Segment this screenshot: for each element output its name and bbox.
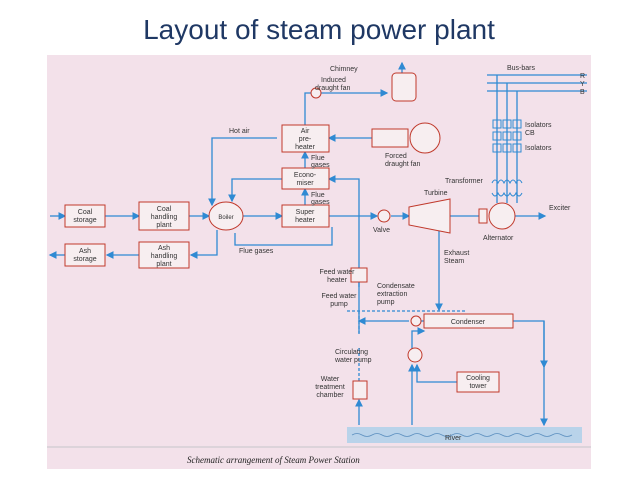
exhaust-label-2: Steam <box>444 258 464 265</box>
cooling-tower-box <box>456 371 500 393</box>
feed-heater-label-1: Feed water <box>319 269 355 276</box>
transformer-label: Transformer <box>445 178 484 185</box>
turbine-shape <box>408 198 451 234</box>
condensate-pump-label-3: pump <box>377 299 395 306</box>
forced-fan-wheel <box>409 122 441 154</box>
coal-handling-box <box>138 201 190 231</box>
chimney-box <box>391 72 417 102</box>
boiler-shape <box>208 201 244 231</box>
coal-storage-box <box>64 204 106 228</box>
river-label: River <box>445 435 462 442</box>
air-preheater-label-3: heater <box>295 144 316 151</box>
super-heater-label-2: heater <box>295 217 316 224</box>
forced-fan-label-2: draught fan <box>385 161 421 168</box>
flue-gases-label-1a: Flue <box>311 155 325 162</box>
induced-fan-wheel <box>310 87 322 99</box>
isolators-cb-label-2: CB <box>525 130 535 137</box>
condensate-pump-shape <box>410 315 422 327</box>
exciter-label: Exciter <box>549 205 571 212</box>
feed-pump-label-2: pump <box>330 301 348 308</box>
condenser-label: Condenser <box>451 319 486 326</box>
ash-storage-label-1: Ash <box>79 248 91 255</box>
exhaust-label-1: Exhaust <box>444 250 469 257</box>
coal-handling-label-3: plant <box>156 222 171 229</box>
water-treatment-box <box>352 380 368 400</box>
economiser-box <box>281 167 330 190</box>
feed-pump-label-1: Feed water <box>321 293 357 300</box>
alternator-label: Alternator <box>483 235 514 242</box>
ash-handling-label-3: plant <box>156 261 171 268</box>
circulating-pump-label-1: Circulating <box>335 349 368 356</box>
slide-title: Layout of steam power plant <box>143 14 495 45</box>
chimney-label: Chimney <box>330 66 358 73</box>
cooling-tower-label-1: Cooling <box>466 375 490 382</box>
cooling-tower-label-2: tower <box>469 383 487 390</box>
isolators-label: Isolators <box>525 145 552 152</box>
circulating-pump-label-2: water pump <box>334 357 372 364</box>
flow-lines <box>48 61 587 427</box>
valve-label: Valve <box>373 227 390 234</box>
steam-plant-diagram: Coal storage Coal handling plant Ash sto… <box>47 61 591 465</box>
economiser-label-2: miser <box>296 180 314 187</box>
diagram-caption: Schematic arrangement of Steam Power Sta… <box>187 455 360 465</box>
ash-storage-box <box>64 243 106 267</box>
coal-storage-label-2: storage <box>73 217 96 224</box>
busbars-label: Bus-bars <box>507 65 536 72</box>
feed-heater-box <box>350 267 368 283</box>
ash-handling-label-2: handling <box>151 253 178 260</box>
valve-shape <box>377 209 391 223</box>
flue-gases-label-2a: Flue <box>311 192 325 199</box>
flue-gases-label-1b: gases <box>311 162 330 169</box>
ash-storage-label-2: storage <box>73 256 96 263</box>
ash-handling-box <box>138 241 190 269</box>
boiler-label: Boiler <box>218 215 233 221</box>
forced-fan-label-1: Forced <box>385 153 407 160</box>
induced-fan-label-2: draught fan <box>315 85 351 92</box>
condensate-pump-label-2: extraction <box>377 291 407 298</box>
water-treatment-label-1: Water <box>321 376 340 383</box>
feed-heater-label-2: heater <box>327 277 348 284</box>
phase-y-label: Y <box>580 81 585 88</box>
diagram-panel: Coal storage Coal handling plant Ash sto… <box>47 55 591 469</box>
super-heater-box <box>281 204 330 228</box>
flue-gases-label-3: Flue gases <box>239 248 274 255</box>
air-preheater-label-1: Air <box>301 128 310 135</box>
turbine-label: Turbine <box>424 190 448 197</box>
phase-b-label: B <box>580 89 585 96</box>
condensate-pump-label-1: Condensate <box>377 283 415 290</box>
induced-fan-label-1: Induced <box>321 77 346 84</box>
coal-handling-label-1: Coal <box>157 206 172 213</box>
isolators-cb-label-1: Isolators <box>525 122 552 129</box>
flue-gases-label-2b: gases <box>311 199 330 206</box>
phase-r-label: R <box>580 73 585 80</box>
super-heater-label-1: Super <box>296 209 315 216</box>
forced-fan-body <box>371 128 409 148</box>
river-shape <box>347 427 582 443</box>
economiser-label-1: Econo- <box>294 172 317 179</box>
condenser-box <box>423 313 514 329</box>
ash-handling-label-1: Ash <box>158 245 170 252</box>
coal-handling-label-2: handling <box>151 214 178 221</box>
alternator-shape <box>488 202 516 230</box>
air-preheater-box <box>281 124 330 153</box>
coupling-shape <box>478 208 488 224</box>
coal-storage-label-1: Coal <box>78 209 93 216</box>
water-treatment-label-2: treatment <box>315 384 345 391</box>
circulating-pump-shape <box>407 347 423 363</box>
hot-air-label: Hot air <box>229 128 250 135</box>
air-preheater-label-2: pre- <box>299 136 312 143</box>
water-treatment-label-3: chamber <box>316 392 344 399</box>
